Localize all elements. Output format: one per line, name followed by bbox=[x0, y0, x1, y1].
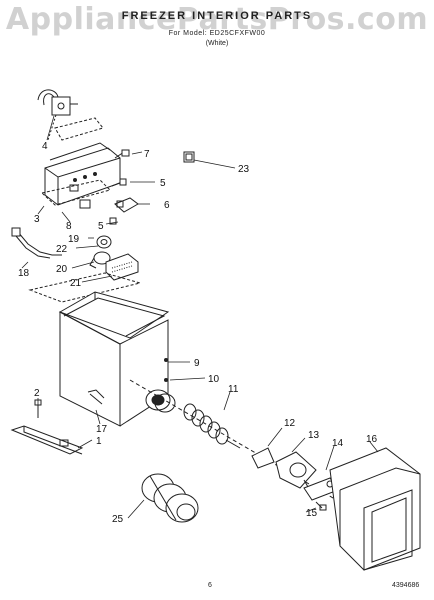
callout-4: 4 bbox=[42, 141, 48, 152]
part-screw-5-lower bbox=[109, 217, 117, 225]
part-bulb-20 bbox=[89, 251, 111, 269]
callout-2: 2 bbox=[34, 388, 40, 399]
callout-23: 23 bbox=[238, 164, 250, 175]
callout-25: 25 bbox=[112, 514, 124, 525]
callout-6: 6 bbox=[164, 200, 170, 211]
callout-18: 18 bbox=[18, 268, 30, 279]
part-plate-8 bbox=[40, 179, 111, 206]
part-screw-5-upper bbox=[111, 178, 127, 187]
part-chute-16 bbox=[329, 447, 421, 571]
callout-labels: 1 2 3 4 5 5 6 7 8 9 10 11 12 13 14 15 16… bbox=[18, 141, 378, 525]
part-housing-3 bbox=[44, 142, 121, 206]
callout-22: 22 bbox=[56, 244, 68, 255]
callout-19: 19 bbox=[68, 234, 80, 245]
document-code: 4394686 bbox=[392, 582, 420, 589]
callout-21: 21 bbox=[70, 278, 82, 289]
part-clip-23 bbox=[183, 151, 195, 163]
callout-11: 11 bbox=[228, 384, 239, 395]
part-outline-tray bbox=[28, 272, 142, 303]
part-switch-4 bbox=[37, 89, 78, 141]
part-lamp-socket-19 bbox=[96, 235, 112, 249]
part-screw-7 bbox=[114, 149, 130, 159]
part-clip-8 bbox=[79, 199, 91, 209]
callout-7: 7 bbox=[144, 149, 150, 160]
part-screw-head-15 bbox=[319, 504, 327, 511]
callout-20: 20 bbox=[56, 264, 68, 275]
callout-10: 10 bbox=[208, 374, 220, 385]
callout-9: 9 bbox=[194, 358, 200, 369]
callout-3: 3 bbox=[34, 214, 40, 225]
part-screw-15 bbox=[315, 501, 323, 509]
callout-5-lower: 5 bbox=[98, 221, 104, 232]
part-bearing-10 bbox=[145, 389, 176, 413]
part-ice-bucket-9 bbox=[58, 291, 170, 427]
part-blade-12 bbox=[251, 447, 275, 469]
callout-14: 14 bbox=[332, 438, 344, 449]
leader-lines bbox=[21, 115, 379, 519]
callout-5-upper: 5 bbox=[160, 178, 166, 189]
callout-1: 1 bbox=[96, 436, 102, 447]
part-coupling-25 bbox=[141, 473, 199, 523]
part-light-shield-21 bbox=[105, 253, 139, 281]
model-color: (White) bbox=[205, 40, 229, 47]
callout-8: 8 bbox=[66, 221, 72, 232]
part-outline bbox=[54, 117, 104, 141]
callout-16: 16 bbox=[366, 434, 378, 445]
model-subtitle: For Model: ED25CFXFW00 bbox=[168, 30, 266, 37]
callout-17: 17 bbox=[96, 424, 108, 435]
assembly-axis-line bbox=[129, 379, 341, 503]
page-number: 6 bbox=[208, 582, 212, 589]
part-wire-harness-18 bbox=[11, 227, 62, 259]
part-rail-1 bbox=[10, 425, 84, 455]
part-spring-11 bbox=[183, 403, 241, 449]
callout-15: 15 bbox=[306, 508, 318, 519]
callout-12: 12 bbox=[284, 418, 296, 429]
diagram-title: FREEZER INTERIOR PARTS bbox=[121, 10, 313, 22]
callout-13: 13 bbox=[308, 430, 320, 441]
part-key-17 bbox=[87, 389, 105, 405]
part-bracket-6 bbox=[114, 197, 139, 213]
